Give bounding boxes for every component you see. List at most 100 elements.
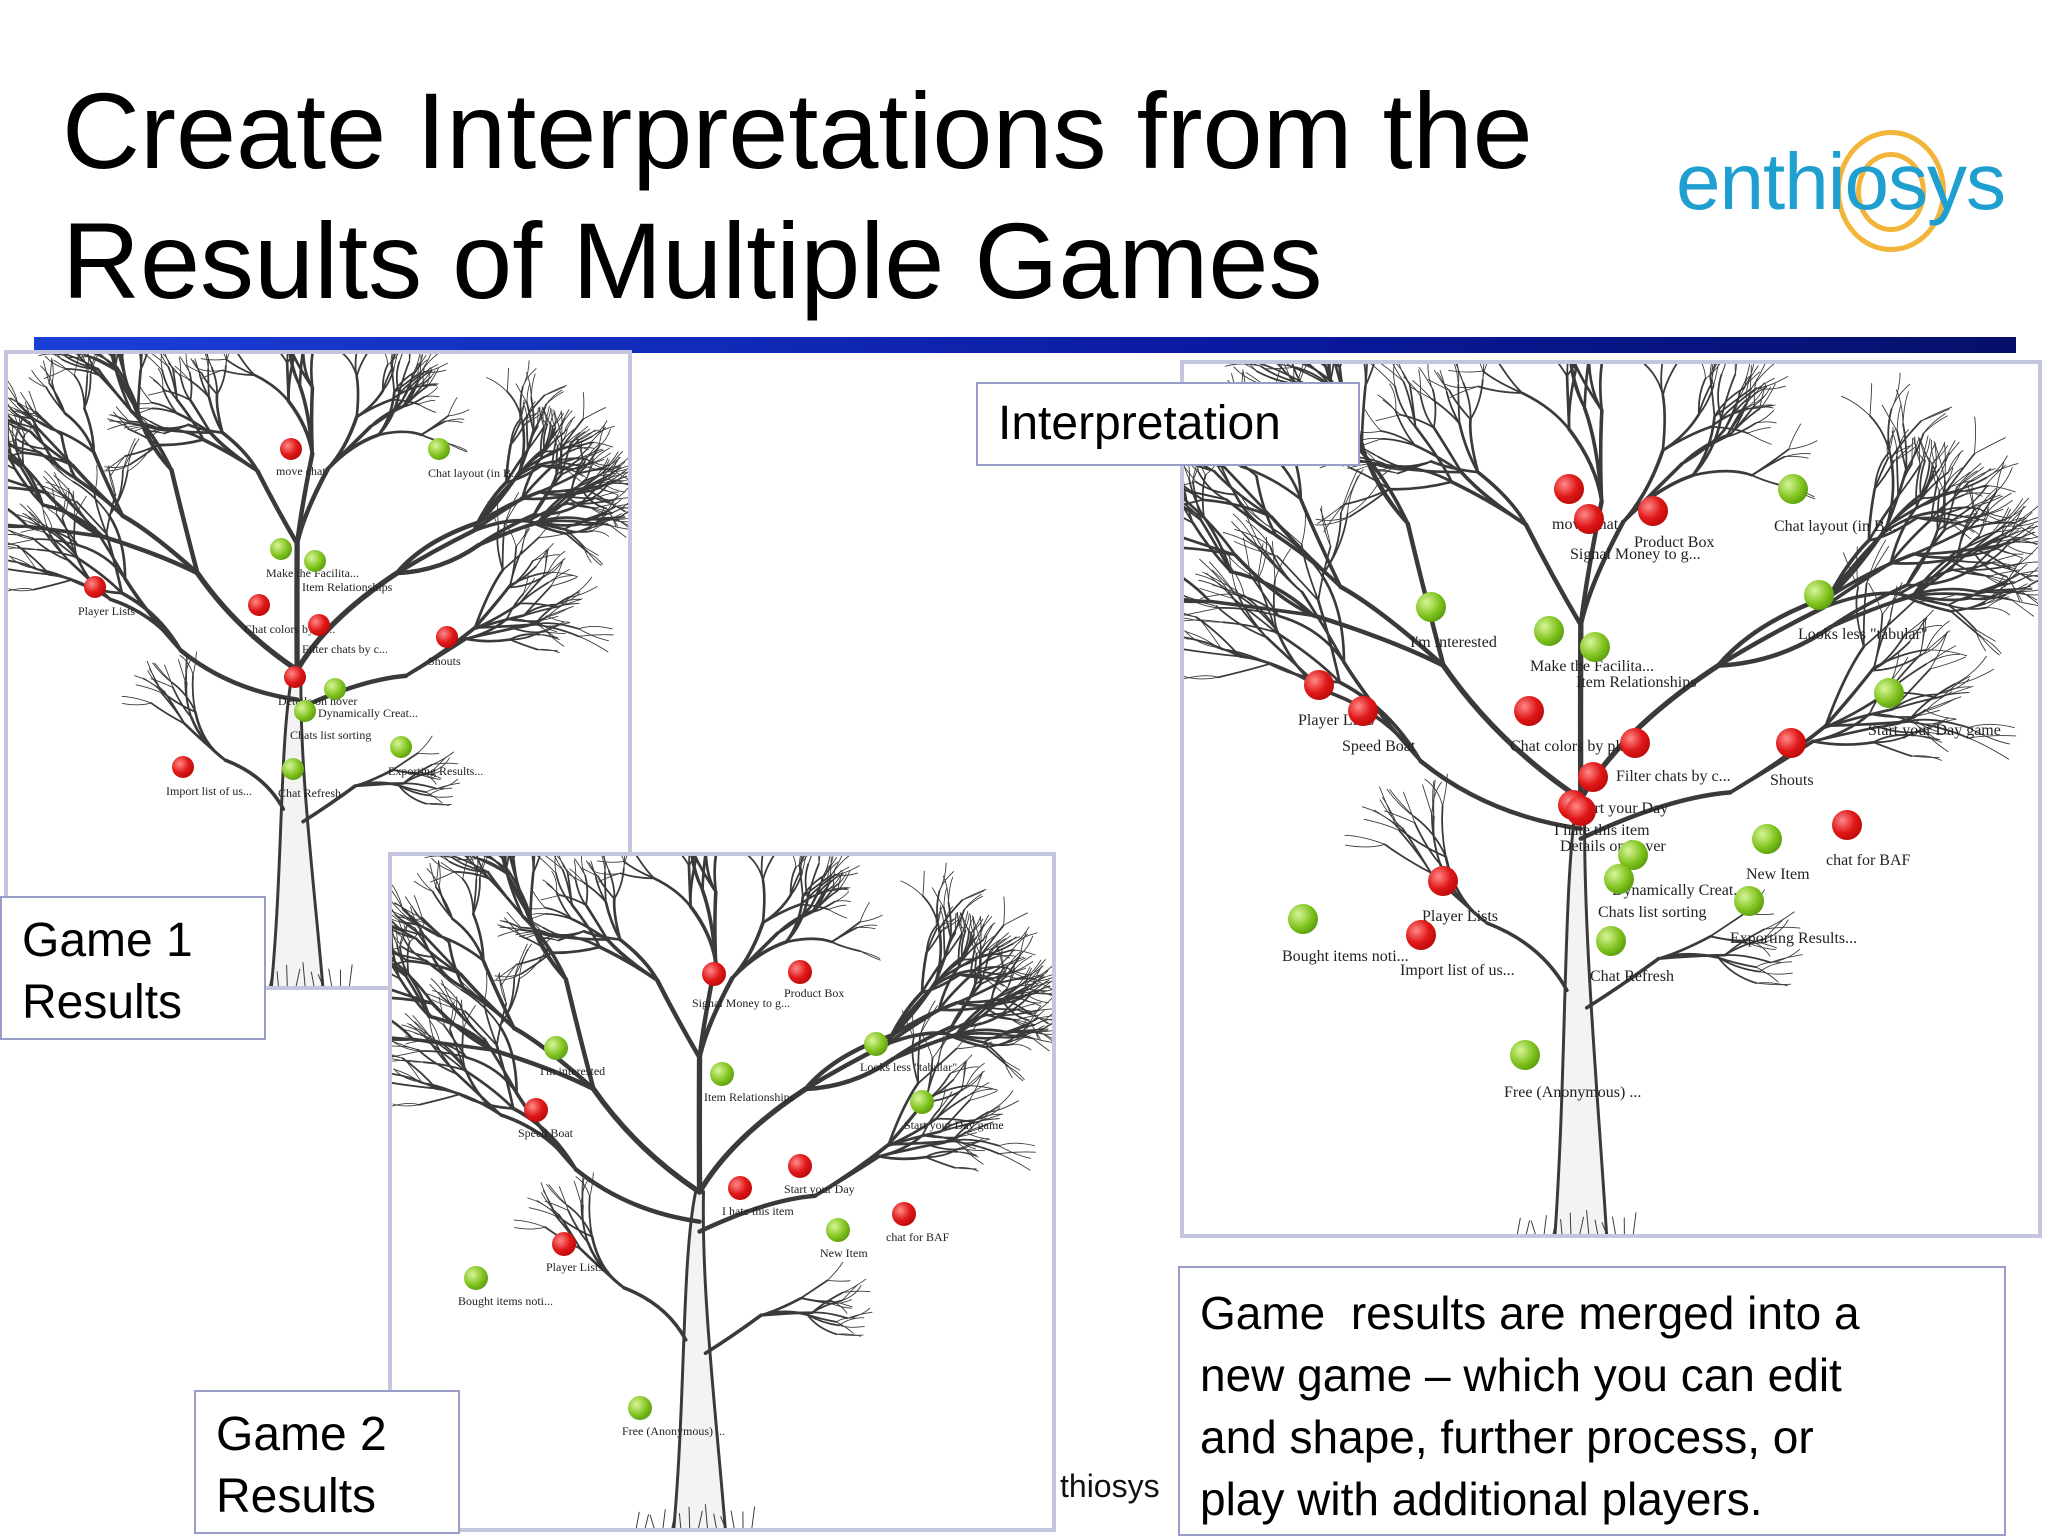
apple-label: Speed Boat <box>518 1126 573 1140</box>
red-apple-icon[interactable] <box>728 1176 752 1200</box>
red-apple-icon[interactable] <box>552 1232 576 1256</box>
apple-label: Bought items noti... <box>458 1294 554 1308</box>
red-apple-icon[interactable] <box>84 576 106 598</box>
red-apple-icon[interactable] <box>1304 670 1334 700</box>
title-line-2: Results of Multiple Games <box>62 200 1323 321</box>
apple-label: Signal Money to g... <box>692 996 790 1010</box>
green-apple-icon[interactable] <box>282 758 304 780</box>
apple-label: Exporting Results... <box>1730 930 1858 947</box>
red-apple-icon[interactable] <box>436 626 458 648</box>
apple-label: Shouts <box>428 654 461 668</box>
apple-label: Chat Refresh <box>1590 968 1674 985</box>
apple-label: I'm interested <box>540 1064 606 1078</box>
green-apple-icon[interactable] <box>1534 616 1564 646</box>
apple-label: Start your Day <box>1574 800 1669 817</box>
red-apple-icon[interactable] <box>1832 810 1862 840</box>
green-apple-icon[interactable] <box>864 1032 888 1056</box>
green-apple-icon[interactable] <box>428 438 450 460</box>
game2-label-line-2: Results <box>216 1470 377 1523</box>
apple-label: Item Relationships <box>1576 674 1697 691</box>
description-line-2: new game – which you can edit <box>1200 1349 1842 1401</box>
red-apple-icon[interactable] <box>1428 866 1458 896</box>
green-apple-icon[interactable] <box>1752 824 1782 854</box>
red-apple-icon[interactable] <box>788 1154 812 1178</box>
green-apple-icon[interactable] <box>1804 580 1834 610</box>
green-apple-icon[interactable] <box>910 1090 934 1114</box>
red-apple-icon[interactable] <box>1406 920 1436 950</box>
green-apple-icon[interactable] <box>1416 592 1446 622</box>
logo-ring-inner <box>1856 152 1926 232</box>
game2-label-line-1: Game 2 <box>216 1408 387 1461</box>
green-apple-icon[interactable] <box>1604 864 1634 894</box>
apple-label: Free (Anonymous) ... <box>1504 1084 1642 1101</box>
red-apple-icon[interactable] <box>308 614 330 636</box>
description-line-1: Game results are merged into a <box>1200 1287 1860 1339</box>
green-apple-icon[interactable] <box>826 1218 850 1242</box>
apple-label: Chat colors by pl... <box>1510 738 1632 755</box>
green-apple-icon[interactable] <box>304 550 326 572</box>
apple-label: Chat layout (in B... <box>1774 518 1897 535</box>
apple-label: I hate this item <box>1554 822 1650 839</box>
red-apple-icon[interactable] <box>1776 728 1806 758</box>
interpretation-tree-illustration <box>1184 364 2038 1234</box>
green-apple-icon[interactable] <box>628 1396 652 1420</box>
green-apple-icon[interactable] <box>1778 474 1808 504</box>
red-apple-icon[interactable] <box>1554 474 1584 504</box>
apple-label: Bought items noti... <box>1282 948 1409 965</box>
red-apple-icon[interactable] <box>1514 696 1544 726</box>
red-apple-icon[interactable] <box>892 1202 916 1226</box>
red-apple-icon[interactable] <box>1348 696 1378 726</box>
red-apple-icon[interactable] <box>284 666 306 688</box>
red-apple-icon[interactable] <box>1638 496 1668 526</box>
game2-tree-illustration <box>392 856 1052 1528</box>
apple-label: move chat <box>276 464 326 478</box>
red-apple-icon[interactable] <box>1620 728 1650 758</box>
red-apple-icon[interactable] <box>788 960 812 984</box>
red-apple-icon[interactable] <box>1578 762 1608 792</box>
logo-ring-outer <box>1836 130 1946 252</box>
green-apple-icon[interactable] <box>544 1036 568 1060</box>
green-apple-icon[interactable] <box>390 736 412 758</box>
red-apple-icon[interactable] <box>1574 504 1604 534</box>
green-apple-icon[interactable] <box>464 1266 488 1290</box>
apple-label: Player Lists <box>78 604 135 618</box>
apple-label: Looks less "tabular" <box>1798 626 1928 643</box>
green-apple-icon[interactable] <box>1874 678 1904 708</box>
apple-label: Start your Day <box>784 1182 855 1196</box>
green-apple-icon[interactable] <box>1288 904 1318 934</box>
logo-text: enthiosys <box>1676 137 2006 226</box>
apple-label: Details on hover <box>1560 838 1666 855</box>
green-apple-icon[interactable] <box>710 1062 734 1086</box>
slide-title: Create Interpretations from the Results … <box>62 66 1533 326</box>
apple-label: Dynamically Creat... <box>318 706 418 720</box>
apple-label: Chat Refresh <box>278 786 341 800</box>
green-apple-icon[interactable] <box>270 538 292 560</box>
apple-label: Chats list sorting <box>1598 904 1707 921</box>
red-apple-icon[interactable] <box>280 438 302 460</box>
red-apple-icon[interactable] <box>248 594 270 616</box>
title-divider <box>34 337 2016 353</box>
apple-label: chat for BAF <box>1826 852 1911 869</box>
apple-label: Import list of us... <box>166 784 252 798</box>
apple-label: Product Box <box>784 986 845 1000</box>
description-box: Game results are merged into a new game … <box>1178 1266 2006 1536</box>
green-apple-icon[interactable] <box>324 678 346 700</box>
game2-label: Game 2 Results <box>194 1390 460 1534</box>
footer-company-text: thiosys <box>1060 1468 1160 1504</box>
red-apple-icon[interactable] <box>524 1098 548 1122</box>
red-apple-icon[interactable] <box>1566 796 1596 826</box>
green-apple-icon[interactable] <box>1510 1040 1540 1070</box>
apple-label: Start your Day game <box>1868 722 2001 739</box>
green-apple-icon[interactable] <box>1596 926 1626 956</box>
green-apple-icon[interactable] <box>294 700 316 722</box>
apple-label: Chats list sorting <box>290 728 372 742</box>
red-apple-icon[interactable] <box>172 756 194 778</box>
interpretation-label-text: Interpretation <box>998 397 1281 450</box>
green-apple-icon[interactable] <box>1734 886 1764 916</box>
apple-label: Start your Day game <box>904 1118 1004 1132</box>
red-apple-icon[interactable] <box>702 962 726 986</box>
green-apple-icon[interactable] <box>1580 632 1610 662</box>
